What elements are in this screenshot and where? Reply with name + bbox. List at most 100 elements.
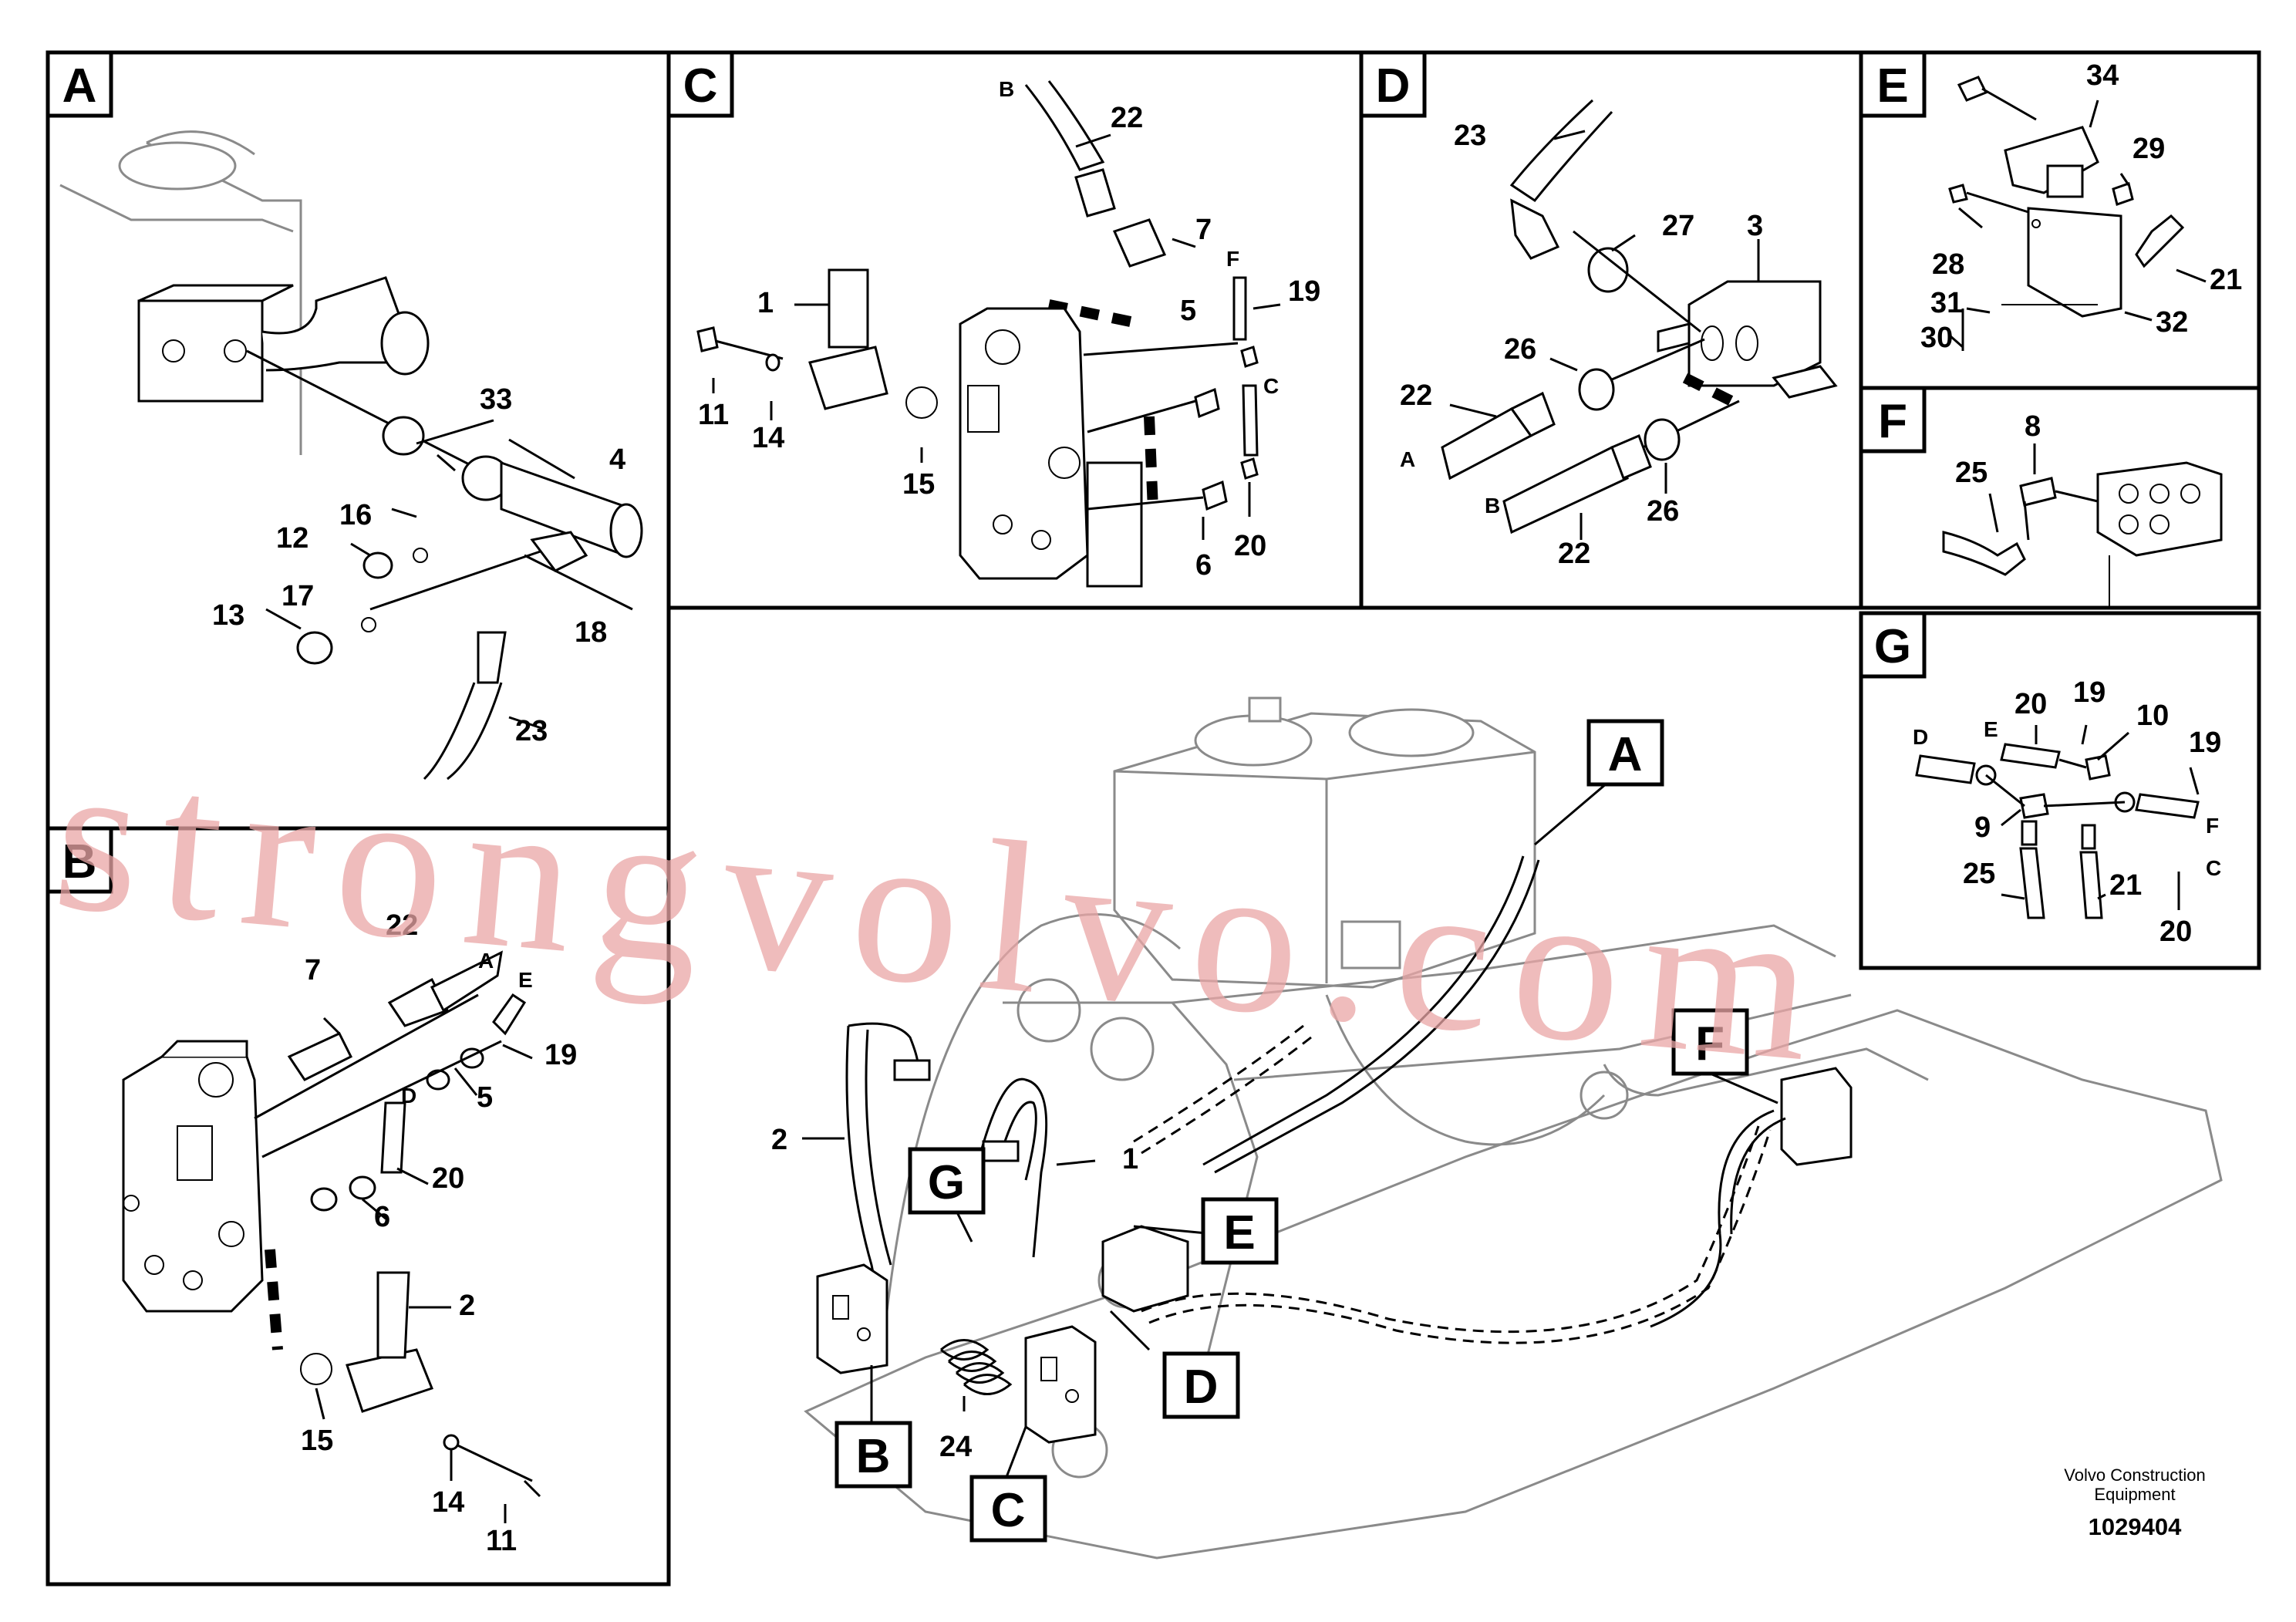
panel-c-labels: B 22 7 F 19 1 5 C 11 14 15 6 20 bbox=[698, 77, 1320, 582]
label-g-21: 21 bbox=[2109, 869, 2142, 902]
label-e-30: 30 bbox=[1920, 322, 1953, 354]
label-d-23: 23 bbox=[1454, 120, 1486, 152]
main-labels: 2 1 24 bbox=[771, 1124, 1138, 1463]
panel-a-drawing bbox=[59, 130, 643, 781]
panel-b-frame bbox=[46, 826, 671, 1587]
panel-f-labels: 8 25 bbox=[1955, 410, 2041, 489]
label-g-e: E bbox=[1984, 717, 1998, 741]
panel-g-labels: 20 19 10 19 D E 9 F 25 21 C 20 bbox=[1913, 676, 2221, 948]
panel-e-labels: 34 29 28 21 31 32 30 bbox=[1920, 59, 2242, 354]
label-main-1: 1 bbox=[1122, 1143, 1138, 1175]
panel-letter-f: F bbox=[1878, 395, 1907, 448]
company-name-line2: Equipment bbox=[2094, 1485, 2175, 1504]
callout-d: D bbox=[1184, 1361, 1219, 1414]
label-a-12: 12 bbox=[276, 522, 308, 555]
label-c-f: F bbox=[1226, 247, 1239, 271]
panel-f-frame bbox=[1859, 386, 2261, 610]
label-a-16: 16 bbox=[339, 499, 372, 531]
label-c-7: 7 bbox=[1195, 214, 1212, 246]
label-g-c: C bbox=[2206, 856, 2221, 880]
label-a-4: 4 bbox=[609, 443, 625, 476]
panel-g-frame bbox=[1859, 611, 2261, 970]
label-c-6: 6 bbox=[1195, 549, 1212, 582]
panel-letter-b: B bbox=[62, 835, 97, 889]
main-callouts: A F E G D B C bbox=[834, 719, 1749, 1543]
panel-letters: A B C D E F G bbox=[46, 50, 1927, 894]
label-g-10: 10 bbox=[2136, 700, 2169, 732]
label-c-22: 22 bbox=[1111, 102, 1143, 134]
label-d-26: 26 bbox=[1504, 333, 1536, 366]
label-a-18: 18 bbox=[575, 616, 607, 649]
label-a-33: 33 bbox=[480, 383, 512, 416]
label-e-31: 31 bbox=[1930, 287, 1963, 319]
callout-a: A bbox=[1608, 728, 1643, 781]
panel-letter-d: D bbox=[1376, 59, 1411, 113]
label-b-22: 22 bbox=[386, 909, 418, 942]
panel-letter-a: A bbox=[62, 59, 97, 113]
label-b-14: 14 bbox=[432, 1486, 464, 1519]
callout-f: F bbox=[1695, 1017, 1725, 1071]
label-e-32: 32 bbox=[2156, 306, 2188, 339]
label-c-1: 1 bbox=[757, 287, 774, 319]
panel-g-drawing bbox=[1915, 724, 2200, 919]
label-f-8: 8 bbox=[2025, 410, 2041, 443]
label-d-b: B bbox=[1485, 494, 1500, 518]
label-b-11: 11 bbox=[486, 1525, 517, 1557]
label-d-3: 3 bbox=[1747, 210, 1763, 242]
label-b-20: 20 bbox=[432, 1162, 464, 1195]
panel-e-drawing bbox=[1948, 76, 2207, 351]
label-d-27: 27 bbox=[1662, 210, 1694, 242]
label-c-b: B bbox=[999, 77, 1014, 101]
panel-b-drawing bbox=[122, 950, 541, 1523]
label-g-25: 25 bbox=[1963, 858, 1995, 890]
panel-letter-e: E bbox=[1876, 59, 1908, 113]
label-b-15: 15 bbox=[301, 1425, 333, 1457]
label-g-20a: 20 bbox=[2014, 688, 2047, 720]
callout-g: G bbox=[928, 1156, 965, 1209]
panel-c-drawing bbox=[696, 80, 1281, 588]
label-e-28: 28 bbox=[1932, 248, 1964, 281]
panel-d-drawing bbox=[1441, 99, 1838, 540]
label-c-11: 11 bbox=[698, 399, 729, 431]
label-a-13: 13 bbox=[212, 599, 244, 632]
label-a-23: 23 bbox=[515, 715, 548, 747]
label-c-5: 5 bbox=[1180, 295, 1196, 327]
label-b-a: A bbox=[478, 949, 494, 973]
label-g-9: 9 bbox=[1974, 811, 1991, 844]
label-d-22: 22 bbox=[1400, 379, 1432, 412]
label-main-24: 24 bbox=[939, 1431, 972, 1463]
label-b-6: 6 bbox=[374, 1201, 390, 1233]
label-f-25: 25 bbox=[1955, 457, 1988, 489]
label-g-20b: 20 bbox=[2159, 916, 2192, 948]
label-e-21: 21 bbox=[2210, 264, 2242, 296]
label-b-19: 19 bbox=[544, 1039, 577, 1071]
label-c-c: C bbox=[1263, 374, 1279, 398]
panel-d-labels: 23 27 3 26 22 A B 26 22 bbox=[1400, 120, 1763, 570]
label-d-22b: 22 bbox=[1558, 538, 1590, 570]
label-g-19a: 19 bbox=[2073, 676, 2106, 709]
label-d-26b: 26 bbox=[1647, 495, 1679, 528]
callout-b: B bbox=[856, 1430, 891, 1483]
label-e-29: 29 bbox=[2132, 133, 2165, 165]
label-b-e: E bbox=[518, 968, 533, 992]
label-g-19b: 19 bbox=[2189, 727, 2221, 759]
label-c-19: 19 bbox=[1288, 275, 1320, 308]
label-b-5: 5 bbox=[477, 1081, 493, 1114]
panel-frames bbox=[46, 50, 2261, 1587]
panel-letter-c: C bbox=[683, 59, 718, 113]
panel-a-labels: 33 4 16 12 17 13 18 23 bbox=[212, 383, 625, 747]
panel-b-labels: 22 A E 7 19 D 5 20 6 2 15 14 11 bbox=[301, 909, 577, 1557]
drawing-number: 1029404 bbox=[2089, 1513, 2182, 1540]
callout-c: C bbox=[991, 1484, 1026, 1537]
label-e-34: 34 bbox=[2086, 59, 2119, 92]
label-d-a: A bbox=[1400, 447, 1415, 471]
label-b-2: 2 bbox=[459, 1290, 475, 1322]
label-a-17: 17 bbox=[282, 580, 314, 612]
label-g-d: D bbox=[1913, 725, 1928, 749]
panel-f-drawing bbox=[1942, 443, 2223, 609]
drawing-footer: Volvo Construction Equipment 1029404 bbox=[2064, 1465, 2205, 1540]
label-c-20: 20 bbox=[1234, 530, 1266, 562]
label-main-2: 2 bbox=[771, 1124, 787, 1156]
company-name-line1: Volvo Construction bbox=[2064, 1465, 2205, 1485]
